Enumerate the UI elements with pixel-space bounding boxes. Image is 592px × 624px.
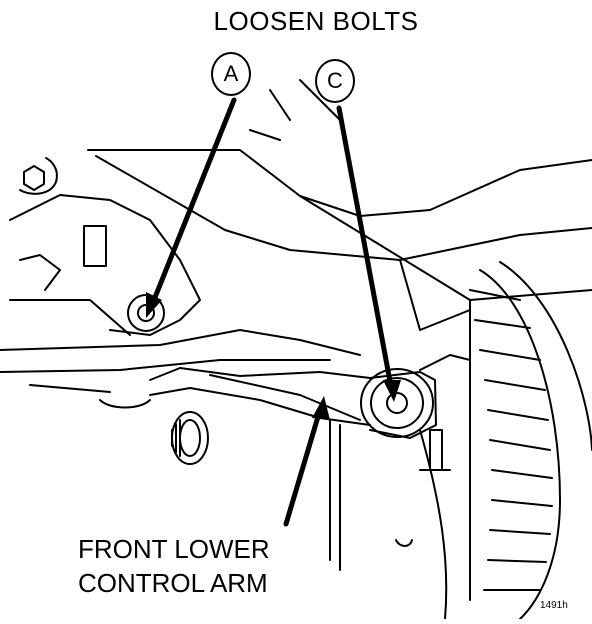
- arrowhead-arm: [312, 396, 330, 420]
- page-title: LOOSEN BOLTS: [213, 6, 419, 36]
- callout-c: C: [315, 59, 355, 103]
- body-panel-lower: [95, 155, 592, 261]
- leader-c: [336, 105, 395, 395]
- tire-outline: [479, 269, 561, 620]
- body-panel: [87, 149, 592, 217]
- leader-arm: [283, 407, 323, 527]
- arrowhead-c: [383, 380, 401, 402]
- callout-a: A: [211, 52, 251, 96]
- control-arm-lower: [189, 387, 371, 426]
- figure-id: 1491h: [540, 600, 568, 611]
- control-arm-upper: [179, 367, 371, 379]
- leader-a: [151, 97, 237, 303]
- caption-line-2: CONTROL ARM: [78, 568, 268, 598]
- bracket-outline: [9, 194, 201, 336]
- fender-edge: [399, 259, 471, 331]
- bushing-c: [360, 368, 434, 438]
- bolt-c: [386, 392, 408, 414]
- arrowhead-a: [146, 292, 162, 318]
- caption-line-1: FRONT LOWER: [78, 534, 270, 564]
- nut-shape: [23, 165, 45, 191]
